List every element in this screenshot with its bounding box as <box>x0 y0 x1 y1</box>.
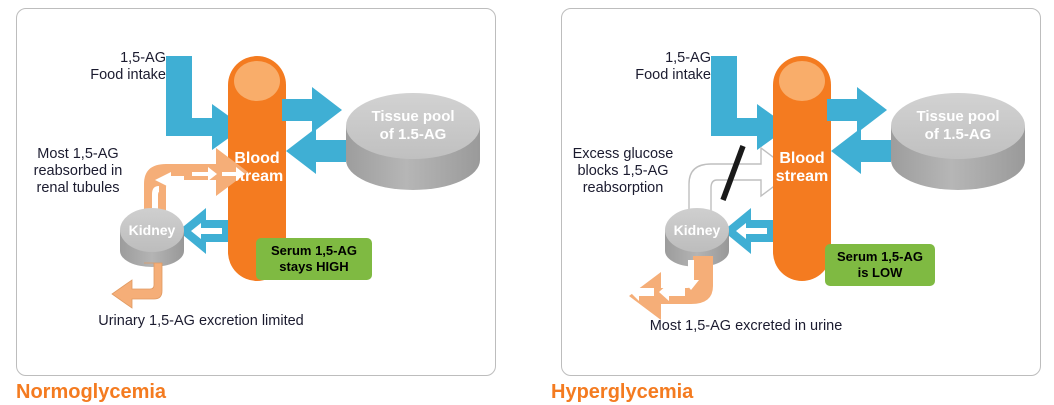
kidney-node: Kidney <box>120 208 184 267</box>
tissue-pool-node: Tissue pool of 1.5-AG <box>891 93 1025 190</box>
label-urinary-excretion: Most 1,5-AG excreted in urine <box>649 318 843 334</box>
bloodstream-to-kidney-arrow <box>723 208 773 254</box>
bloodstream-label-line2: stream <box>776 168 828 185</box>
tissue-pool-label-line1: Tissue pool <box>916 108 999 125</box>
kidney-label: Kidney <box>674 222 721 238</box>
normoglycemia-svg: Blood stream Tissue pool of 1.5-AG <box>111 56 480 309</box>
bloodstream-node: Blood stream <box>228 56 286 281</box>
label-food-intake: 1,5-AG Food intake <box>90 50 166 83</box>
block-slash-icon <box>720 145 746 201</box>
hyperglycemia-svg: Blood stream Tissue pool of 1.5-AG <box>629 56 1025 320</box>
food-intake-arrow <box>711 56 789 150</box>
urinary-excretion-arrow <box>629 256 713 320</box>
tissue-to-bloodstream-arrow <box>286 128 346 174</box>
urinary-excretion-arrow <box>111 262 163 309</box>
bloodstream-node: Blood stream <box>773 56 831 281</box>
caption-normoglycemia: Normoglycemia <box>10 379 175 405</box>
tissue-to-bloodstream-arrow <box>831 128 891 174</box>
bloodstream-to-tissue-arrow <box>282 87 342 133</box>
bloodstream-label-line1: Blood <box>234 150 279 167</box>
tissue-pool-label-line2: of 1.5-AG <box>380 126 447 143</box>
label-blocked-reabsorption: Excess glucose blocks 1,5-AG reabsorptio… <box>572 146 674 196</box>
bloodstream-label-line1: Blood <box>779 150 824 167</box>
tissue-pool-node: Tissue pool of 1.5-AG <box>346 93 480 190</box>
food-intake-arrow <box>166 56 244 150</box>
tissue-pool-label-line2: of 1.5-AG <box>925 126 992 143</box>
status-badge-serum-high: Serum 1,5-AG stays HIGH <box>256 238 372 280</box>
label-food-intake: 1,5-AG Food intake <box>635 50 711 83</box>
label-reabsorbed: Most 1,5-AG reabsorbed in renal tubules <box>33 146 123 196</box>
label-urinary-excretion: Urinary 1,5-AG excretion limited <box>98 313 304 329</box>
bloodstream-to-kidney-arrow <box>178 208 228 254</box>
kidney-label: Kidney <box>129 222 176 238</box>
bloodstream-to-tissue-arrow <box>827 87 887 133</box>
status-badge-serum-low: Serum 1,5-AG is LOW <box>825 244 935 286</box>
caption-hyperglycemia: Hyperglycemia <box>545 379 702 405</box>
diagram-normoglycemia: Blood stream Tissue pool of 1.5-AG <box>16 8 496 376</box>
tissue-pool-label-line1: Tissue pool <box>371 108 454 125</box>
diagram-hyperglycemia: Blood stream Tissue pool of 1.5-AG <box>561 8 1041 376</box>
